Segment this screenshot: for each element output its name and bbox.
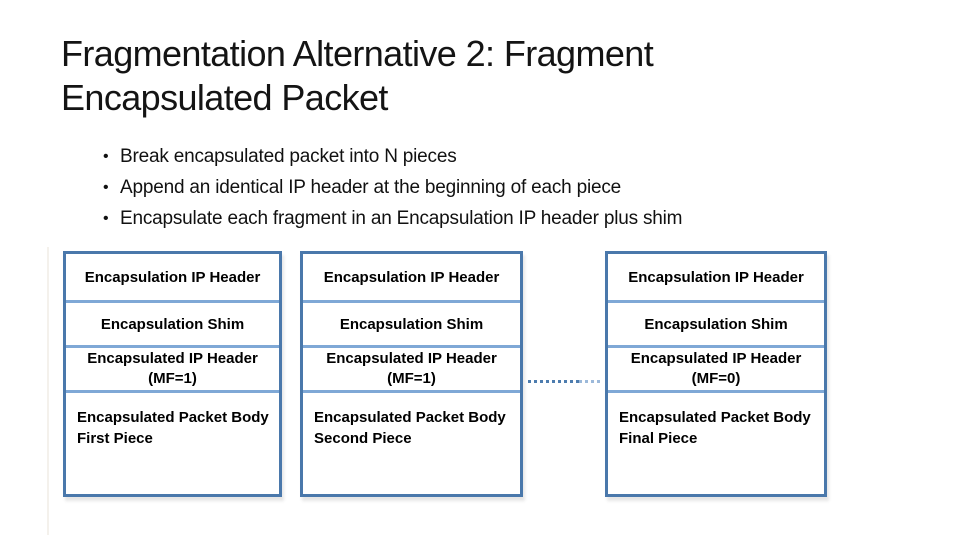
cell-divider: [66, 300, 279, 303]
packet-diagram-final-piece: Encapsulation IP Header Encapsulation Sh…: [605, 251, 827, 497]
mf-flag-label: (MF=1): [148, 370, 197, 387]
cell-divider: [303, 345, 520, 348]
encapsulated-ip-header-cell: Encapsulated IP Header (MF=1): [66, 348, 279, 390]
continuation-dots-light: [579, 380, 603, 383]
piece-label: Final Piece: [619, 430, 698, 447]
cell-label: Encapsulated Packet Body: [77, 409, 269, 426]
bullet-marker: •: [103, 179, 109, 196]
cell-divider: [608, 300, 824, 303]
cell-divider: [303, 300, 520, 303]
piece-label: Second Piece: [314, 430, 412, 447]
packet-diagram-second-piece: Encapsulation IP Header Encapsulation Sh…: [300, 251, 523, 497]
piece-label: First Piece: [77, 430, 153, 447]
bullet-text: Break encapsulated packet into N pieces: [120, 146, 457, 167]
encapsulation-shim-cell: Encapsulation Shim: [608, 303, 824, 345]
cell-label: Encapsulated IP Header: [326, 350, 497, 367]
cell-divider: [303, 390, 520, 393]
slide-title-line2: Encapsulated Packet: [61, 77, 388, 118]
continuation-dots-icon: [528, 380, 603, 383]
bullet-item: • Append an identical IP header at the b…: [103, 172, 682, 203]
packet-body-cell: Encapsulated Packet Body Final Piece: [608, 393, 824, 494]
placeholder-guide-line: [47, 247, 49, 535]
bullet-marker: •: [103, 210, 109, 227]
cell-label: Encapsulation IP Header: [628, 268, 804, 286]
cell-divider: [66, 390, 279, 393]
bullet-item: • Break encapsulated packet into N piece…: [103, 141, 682, 172]
cell-label: Encapsulated IP Header: [87, 350, 258, 367]
bullet-marker: •: [103, 148, 109, 165]
bullet-item: • Encapsulate each fragment in an Encaps…: [103, 203, 682, 234]
packet-body-cell: Encapsulated Packet Body Second Piece: [303, 393, 520, 494]
cell-label: Encapsulated Packet Body: [314, 409, 506, 426]
encapsulation-shim-cell: Encapsulation Shim: [66, 303, 279, 345]
encapsulation-ip-header-cell: Encapsulation IP Header: [303, 254, 520, 300]
encapsulation-ip-header-cell: Encapsulation IP Header: [608, 254, 824, 300]
mf-flag-label: (MF=0): [691, 370, 741, 387]
slide-title-line1: Fragmentation Alternative 2: Fragment: [61, 33, 654, 74]
bullet-text: Append an identical IP header at the beg…: [120, 177, 622, 198]
packet-diagram-first-piece: Encapsulation IP Header Encapsulation Sh…: [63, 251, 282, 497]
cell-label: Encapsulation Shim: [100, 315, 245, 333]
encapsulation-ip-header-cell: Encapsulation IP Header: [66, 254, 279, 300]
cell-label: Encapsulation IP Header: [323, 268, 500, 286]
cell-divider: [608, 345, 824, 348]
encapsulation-shim-cell: Encapsulation Shim: [303, 303, 520, 345]
packet-body-cell: Encapsulated Packet Body First Piece: [66, 393, 279, 494]
bullet-list: • Break encapsulated packet into N piece…: [103, 141, 682, 234]
continuation-dots-dark: [528, 380, 579, 383]
cell-label: Encapsulation Shim: [644, 315, 788, 333]
encapsulated-ip-header-cell: Encapsulated IP Header (MF=1): [303, 348, 520, 390]
cell-label: Encapsulation Shim: [339, 315, 484, 333]
cell-divider: [66, 345, 279, 348]
mf-flag-label: (MF=1): [387, 370, 436, 387]
cell-label: Encapsulated Packet Body: [619, 409, 811, 426]
encapsulated-ip-header-cell: Encapsulated IP Header (MF=0): [608, 348, 824, 390]
cell-label: Encapsulated IP Header: [630, 350, 802, 367]
cell-divider: [608, 390, 824, 393]
slide-title: Fragmentation Alternative 2: Fragment En…: [61, 32, 654, 120]
cell-label: Encapsulation IP Header: [84, 268, 261, 286]
bullet-text: Encapsulate each fragment in an Encapsul…: [120, 208, 683, 229]
